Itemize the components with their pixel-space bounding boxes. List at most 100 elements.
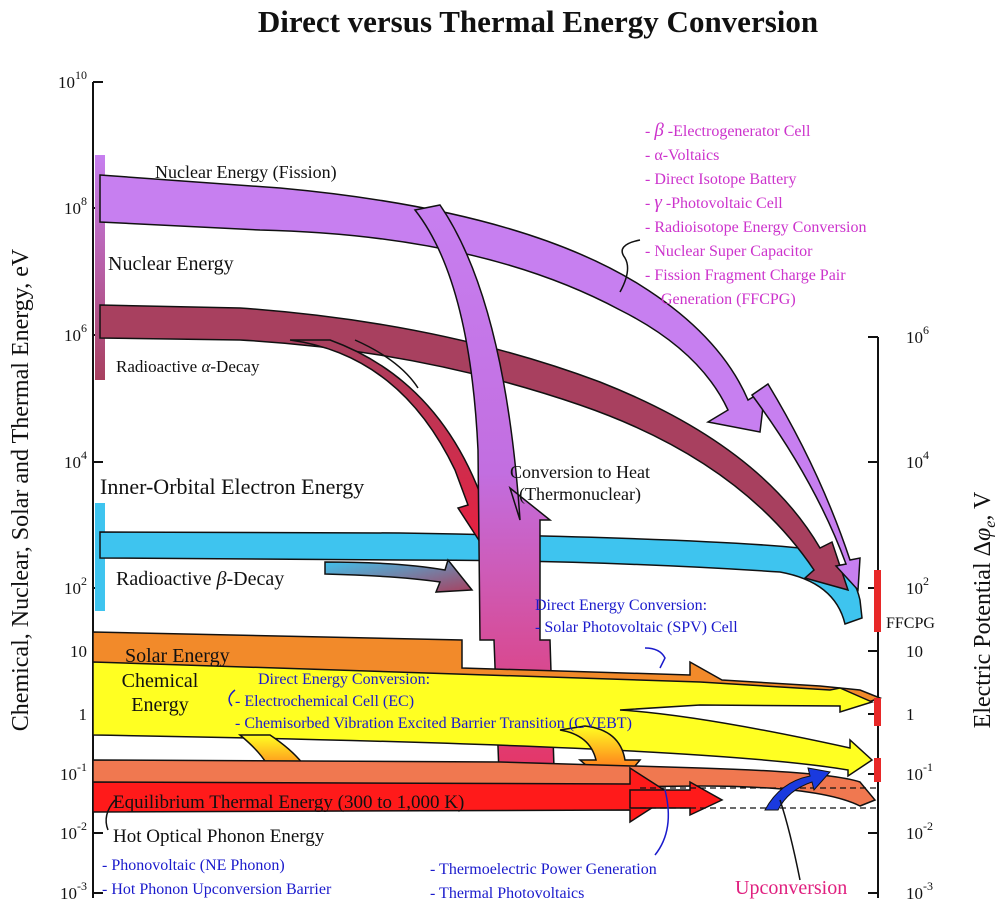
axis-tick-label: 106 bbox=[64, 321, 87, 345]
axis-tick-label: 10-1 bbox=[60, 760, 87, 784]
tick-base: 10 bbox=[906, 579, 923, 598]
nuclear-list-item-prefix: - bbox=[645, 195, 654, 212]
beta-decay-band bbox=[99, 531, 863, 625]
upconversion-arrow bbox=[764, 767, 831, 811]
upconversion-leader bbox=[779, 799, 801, 881]
axis-tick-label: 10-2 bbox=[906, 819, 933, 843]
phonon-list-item: - Hot Phonon Upconversion Barrier bbox=[102, 881, 332, 898]
tick-exponent: 4 bbox=[81, 448, 87, 462]
tick-exponent: 8 bbox=[81, 194, 87, 208]
tick-base: 10 bbox=[906, 453, 923, 472]
conversion-heat-label-1: Conversion to Heat bbox=[510, 462, 650, 482]
axis-tick-label: 104 bbox=[64, 448, 87, 472]
nuclear-list-item: - β -Electrogenerator Cell bbox=[645, 120, 811, 141]
tick-exponent: -1 bbox=[923, 760, 933, 774]
axis-tick-label: 10 bbox=[70, 642, 87, 661]
fission-branch-arrow bbox=[750, 382, 861, 592]
nuclear-list-item: - Direct Isotope Battery bbox=[645, 171, 797, 188]
nuclear-energy-source-bar bbox=[95, 155, 105, 380]
tick-base: 10 bbox=[906, 765, 923, 784]
left-axis-label: Chemical, Nuclear, Solar and Thermal Ene… bbox=[8, 248, 34, 731]
chemical-dec-leader bbox=[228, 689, 236, 707]
tick-base: 10 bbox=[60, 824, 77, 843]
tick-base: 10 bbox=[64, 579, 81, 598]
tick-base: 10 bbox=[70, 642, 87, 661]
right-axis-label-prefix: Electric Potential Δ bbox=[970, 541, 996, 728]
axis-tick-label: 1010 bbox=[58, 68, 87, 92]
nuclear-conversion-list: - β -Electrogenerator Cell - α-Voltaics … bbox=[645, 120, 866, 308]
tick-base: 10 bbox=[64, 453, 81, 472]
chemical-energy-label-1: Chemical bbox=[122, 670, 199, 692]
radioactive-alpha-label: Radioactive α-Decay bbox=[116, 357, 260, 376]
nuclear-list-item: - Nuclear Super Capacitor bbox=[645, 243, 813, 260]
tick-exponent: -1 bbox=[77, 760, 87, 774]
fission-list-leader bbox=[619, 239, 641, 293]
tick-base: 1 bbox=[906, 705, 915, 724]
tick-exponent: 2 bbox=[81, 574, 87, 588]
nuclear-list-item-prefix: - bbox=[645, 243, 654, 260]
solar-dec-title: Direct Energy Conversion: bbox=[535, 597, 707, 614]
phonon-list-block: - Phonovoltaic (NE Phonon) - Hot Phonon … bbox=[102, 857, 332, 898]
radioactive-beta-suffix: -Decay bbox=[227, 568, 285, 590]
nuclear-list-item-prefix: - bbox=[645, 147, 654, 164]
nuclear-list-item-text: α-Voltaics bbox=[654, 147, 719, 164]
tick-base: 10 bbox=[64, 326, 81, 345]
nuclear-list-item-text: Nuclear Super Capacitor bbox=[654, 243, 813, 260]
nuclear-list-item-symbol: γ bbox=[654, 192, 662, 213]
radioactive-beta-symbol: β bbox=[216, 568, 227, 590]
tick-base: 10 bbox=[58, 73, 75, 92]
axis-tick-label: 10-3 bbox=[906, 879, 933, 903]
axis-tick-label: 10-1 bbox=[906, 760, 933, 784]
tick-base: 10 bbox=[60, 884, 77, 903]
axis-tick-label: 106 bbox=[906, 323, 929, 347]
axis-tick-label: 1 bbox=[906, 705, 915, 724]
tick-base: 10 bbox=[64, 199, 81, 218]
nuclear-list-item-prefix: - bbox=[645, 123, 654, 140]
nuclear-list-item-text: -Photovoltaic Cell bbox=[662, 195, 783, 212]
thermal-voltage-marker bbox=[874, 758, 881, 782]
thermal-list-item: - Thermoelectric Power Generation bbox=[430, 861, 657, 878]
equilibrium-thermal-label: Equilibrium Thermal Energy (300 to 1,000… bbox=[113, 792, 464, 813]
right-axis-label-symbol: φ bbox=[970, 528, 996, 541]
tick-exponent: -3 bbox=[923, 879, 933, 893]
tick-exponent: 10 bbox=[75, 68, 87, 82]
axis-tick-label: 10-2 bbox=[60, 819, 87, 843]
radioactive-alpha-symbol: α bbox=[201, 357, 211, 376]
chemical-energy-label-2: Energy bbox=[131, 694, 188, 716]
axis-tick-label: 102 bbox=[906, 574, 929, 598]
tick-exponent: 4 bbox=[923, 448, 929, 462]
nuclear-list-item-text: Fission Fragment Charge Pair bbox=[654, 267, 846, 284]
phonon-list-item: - Phonovoltaic (NE Phonon) bbox=[102, 857, 285, 874]
alpha-heat-leader bbox=[354, 339, 419, 389]
tick-base: 10 bbox=[906, 824, 923, 843]
right-axis-label: Electric Potential Δφe, V bbox=[970, 491, 999, 728]
nuclear-list-item: - Fission Fragment Charge Pair bbox=[645, 267, 846, 284]
chemical-dec-block: Direct Energy Conversion: - Electrochemi… bbox=[235, 671, 632, 732]
nuclear-list-item: - α-Voltaics bbox=[645, 147, 719, 164]
diagram-title: Direct versus Thermal Energy Conversion bbox=[258, 4, 818, 39]
thermal-list-block: - Thermoelectric Power Generation - Ther… bbox=[430, 861, 657, 902]
tick-exponent: -2 bbox=[923, 819, 933, 833]
solar-dec-leader bbox=[644, 647, 666, 669]
tick-exponent: 2 bbox=[923, 574, 929, 588]
solar-energy-label: Solar Energy bbox=[125, 645, 230, 667]
radioactive-beta-label: Radioactive β-Decay bbox=[116, 568, 284, 590]
thermoelectric-leader bbox=[654, 789, 670, 856]
chemical-dec-item: - Chemisorbed Vibration Excited Barrier … bbox=[235, 715, 632, 732]
chemical-energy-band bbox=[92, 661, 875, 778]
radioactive-beta-prefix: Radioactive bbox=[116, 568, 217, 590]
chemical-dec-title: Direct Energy Conversion: bbox=[258, 671, 430, 688]
tick-exponent: -3 bbox=[77, 879, 87, 893]
axis-tick-label: 104 bbox=[906, 448, 929, 472]
upconversion-label: Upconversion bbox=[735, 877, 847, 899]
nuclear-list-item-prefix: - bbox=[645, 171, 654, 188]
axis-tick-label: 108 bbox=[64, 194, 87, 218]
phonon-leader bbox=[105, 799, 116, 831]
right-axis-label-suffix: , V bbox=[970, 491, 996, 521]
ffcpg-label: FFCPG bbox=[886, 615, 935, 632]
conversion-to-heat-arrow bbox=[413, 204, 556, 801]
tick-exponent: 6 bbox=[81, 321, 87, 335]
tick-base: 10 bbox=[906, 642, 923, 661]
solar-dec-item: - Solar Photovoltaic (SPV) Cell bbox=[535, 619, 738, 636]
